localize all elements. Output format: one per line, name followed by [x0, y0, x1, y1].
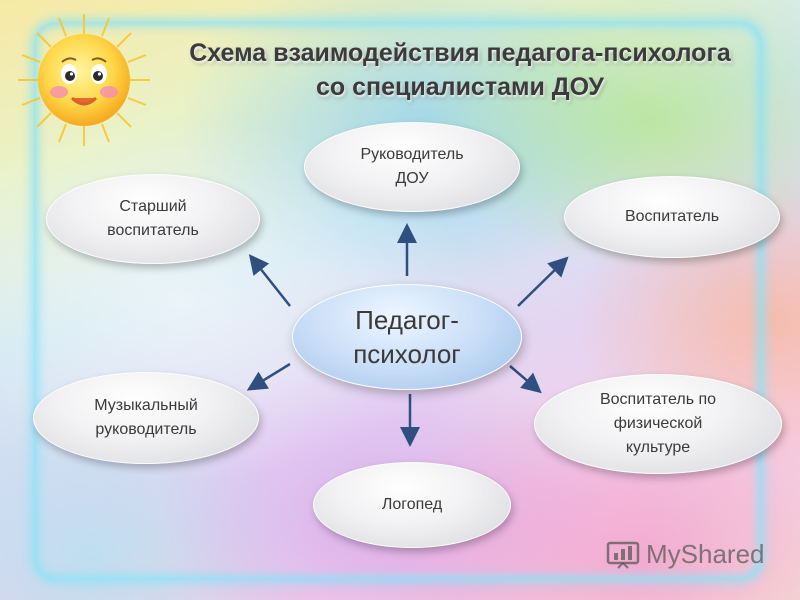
- arrow-to-music-director: [246, 362, 291, 391]
- node-pe-teacher: Воспитатель по физической культуре: [534, 374, 782, 474]
- watermark-text: MyShared: [646, 538, 765, 569]
- node-head: Руководитель ДОУ: [304, 122, 520, 212]
- arrow-to-teacher: [517, 256, 569, 307]
- arrow-to-senior-teacher: [248, 254, 291, 307]
- node-speech-therapist: Логопед: [313, 462, 511, 548]
- node-senior-teacher: Старший воспитатель: [46, 174, 260, 264]
- title-line-2: со специалистами ДОУ: [316, 73, 604, 101]
- node-teacher: Воспитатель: [564, 176, 780, 258]
- title-line-1: Схема взаимодействия педагога-психолога: [189, 39, 731, 67]
- page-title: Схема взаимодействия педагога-психолога …: [110, 36, 800, 104]
- node-center-psychologist: Педагог- психолог: [292, 284, 522, 390]
- sun-icon: [18, 14, 150, 146]
- arrow-to-pe-teacher: [509, 365, 542, 394]
- myshared-logo-icon: [606, 541, 640, 569]
- watermark: MyShared: [606, 536, 765, 572]
- node-music-director: Музыкальный руководитель: [33, 372, 259, 464]
